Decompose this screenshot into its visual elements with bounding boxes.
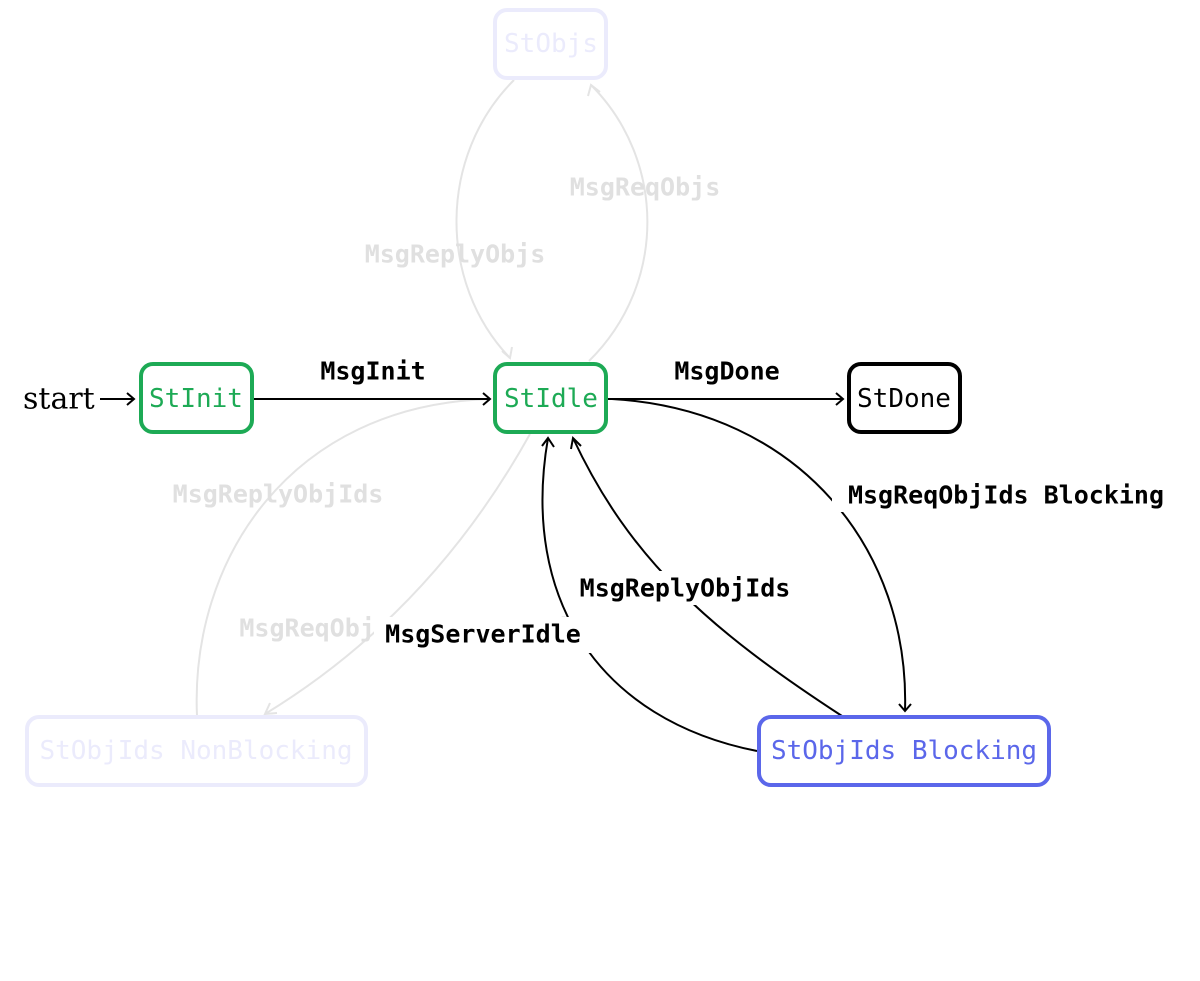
label-msg-reply-objids: MsgReplyObjIds [580, 574, 791, 603]
arrowhead-msg-reply-objs [501, 346, 513, 360]
label-bg-msg-req-objids-blocking [832, 478, 1182, 512]
arrowhead-msg-server-idle [541, 436, 555, 448]
label-msg-reply-objids-faded: MsgReplyObjIds [173, 480, 384, 509]
state-st-objids-nonblocking-box [25, 715, 368, 787]
label-bg-msg-server-idle [374, 617, 600, 653]
state-st-objids-nonblocking[interactable]: StObjIds NonBlocking [25, 715, 368, 787]
state-st-objids-blocking-label: StObjIds Blocking [771, 736, 1037, 766]
state-st-idle-label: StIdle [504, 384, 598, 414]
arrowhead-msg-req-objs [587, 83, 601, 97]
state-st-done-label: StDone [857, 384, 951, 414]
state-st-init-box [139, 362, 254, 434]
label-msg-req-objids-blocking: MsgReqObjIds Blocking [848, 481, 1164, 510]
state-st-init[interactable]: StInit [139, 362, 254, 434]
label-msg-reply-objs: MsgReplyObjs [365, 240, 546, 269]
label-msg-done: MsgDone [674, 357, 779, 386]
arrowhead-start [126, 392, 136, 406]
label-msg-req-objs: MsgReqObjs [570, 173, 721, 202]
state-st-objs[interactable]: StObjs [493, 8, 608, 80]
arrowhead-msg-reply-objids [570, 435, 582, 450]
state-st-done[interactable]: StDone [847, 362, 962, 434]
faded-edges [195, 79, 649, 717]
arrowhead-msg-init [482, 392, 492, 406]
label-bg-msg-reply-objids [568, 571, 802, 605]
state-st-objs-box [493, 8, 608, 80]
arrowhead-msg-req-objids-blocking [898, 703, 912, 713]
state-st-done-box [847, 362, 962, 434]
state-st-objids-nonblocking-label: StObjIds NonBlocking [39, 736, 352, 766]
arrowhead-msg-done [835, 392, 845, 406]
state-st-objids-blocking-box [757, 715, 1051, 787]
edge-msg-reply-objids-faded [195, 398, 491, 717]
label-msg-server-idle: MsgServerIdle [385, 620, 581, 649]
label-msg-init: MsgInit [320, 357, 425, 386]
edge-msg-req-objs [588, 84, 649, 362]
state-st-objs-label: StObjs [504, 29, 598, 59]
arrowhead-msg-req-objids-nonblocking [263, 702, 278, 716]
state-st-init-label: StInit [149, 384, 243, 414]
active-labels: MsgInit MsgDone MsgReqObjIds Blocking Ms… [320, 357, 1182, 653]
edge-msg-req-objids-nonblocking [264, 433, 531, 715]
state-st-idle[interactable]: StIdle [493, 362, 608, 434]
edge-msg-req-objids-blocking [611, 398, 907, 712]
state-st-objids-blocking[interactable]: StObjIds Blocking [757, 715, 1051, 787]
edge-msg-reply-objs [455, 79, 515, 359]
state-st-idle-box [493, 362, 608, 434]
start-label: start [23, 382, 95, 417]
